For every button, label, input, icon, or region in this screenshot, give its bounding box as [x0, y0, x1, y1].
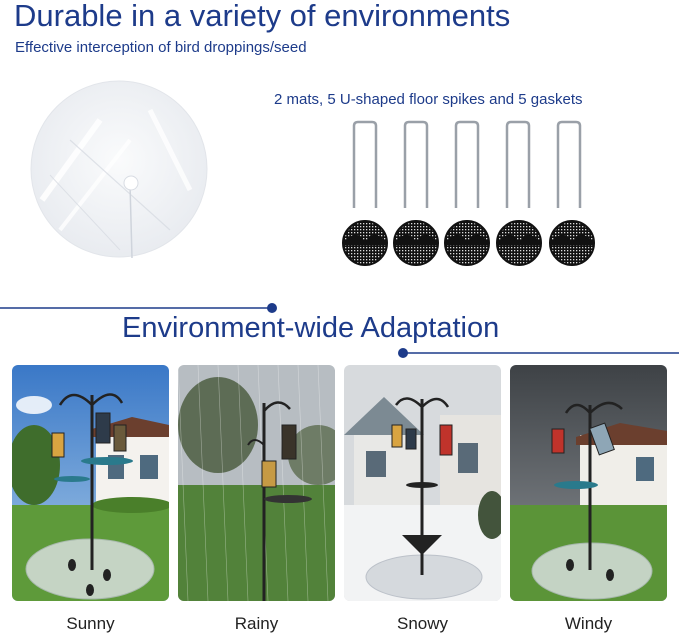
gasket-icon [342, 220, 388, 266]
environment-scenes: Sunny Rainy [12, 365, 668, 635]
sunny-scene-image [12, 365, 169, 601]
gasket-icon [549, 220, 595, 266]
windy-scene-image [510, 365, 667, 601]
scene-label-sunny: Sunny [66, 614, 115, 633]
clear-mat-icon [30, 80, 208, 258]
gasket-icon [444, 220, 490, 266]
scene-snowy: Snowy [344, 365, 501, 634]
page-title: Durable in a variety of environments [14, 0, 511, 33]
scene-sunny: Sunny [12, 365, 169, 634]
scene-label-snowy: Snowy [396, 614, 449, 633]
u-spike-icon [505, 120, 531, 208]
section-title: Environment-wide Adaptation [122, 312, 500, 344]
page-subtitle: Effective interception of bird droppings… [15, 39, 307, 56]
u-spike-icon [454, 120, 480, 208]
scene-rainy: Rainy [178, 365, 335, 634]
u-spike-icon [352, 120, 378, 208]
section-divider [0, 303, 679, 358]
gasket-icon [393, 220, 439, 266]
scene-windy: Windy [510, 365, 667, 634]
rainy-scene-image [178, 365, 335, 601]
accessories-illustration [342, 120, 595, 266]
gasket-icon [496, 220, 542, 266]
u-spike-icon [556, 120, 582, 208]
scene-label-windy: Windy [564, 614, 613, 633]
snowy-scene-image [344, 365, 501, 601]
scene-label-rainy: Rainy [234, 614, 279, 633]
accessories-label: 2 mats, 5 U-shaped floor spikes and 5 ga… [274, 91, 583, 108]
u-spike-icon [403, 120, 429, 208]
